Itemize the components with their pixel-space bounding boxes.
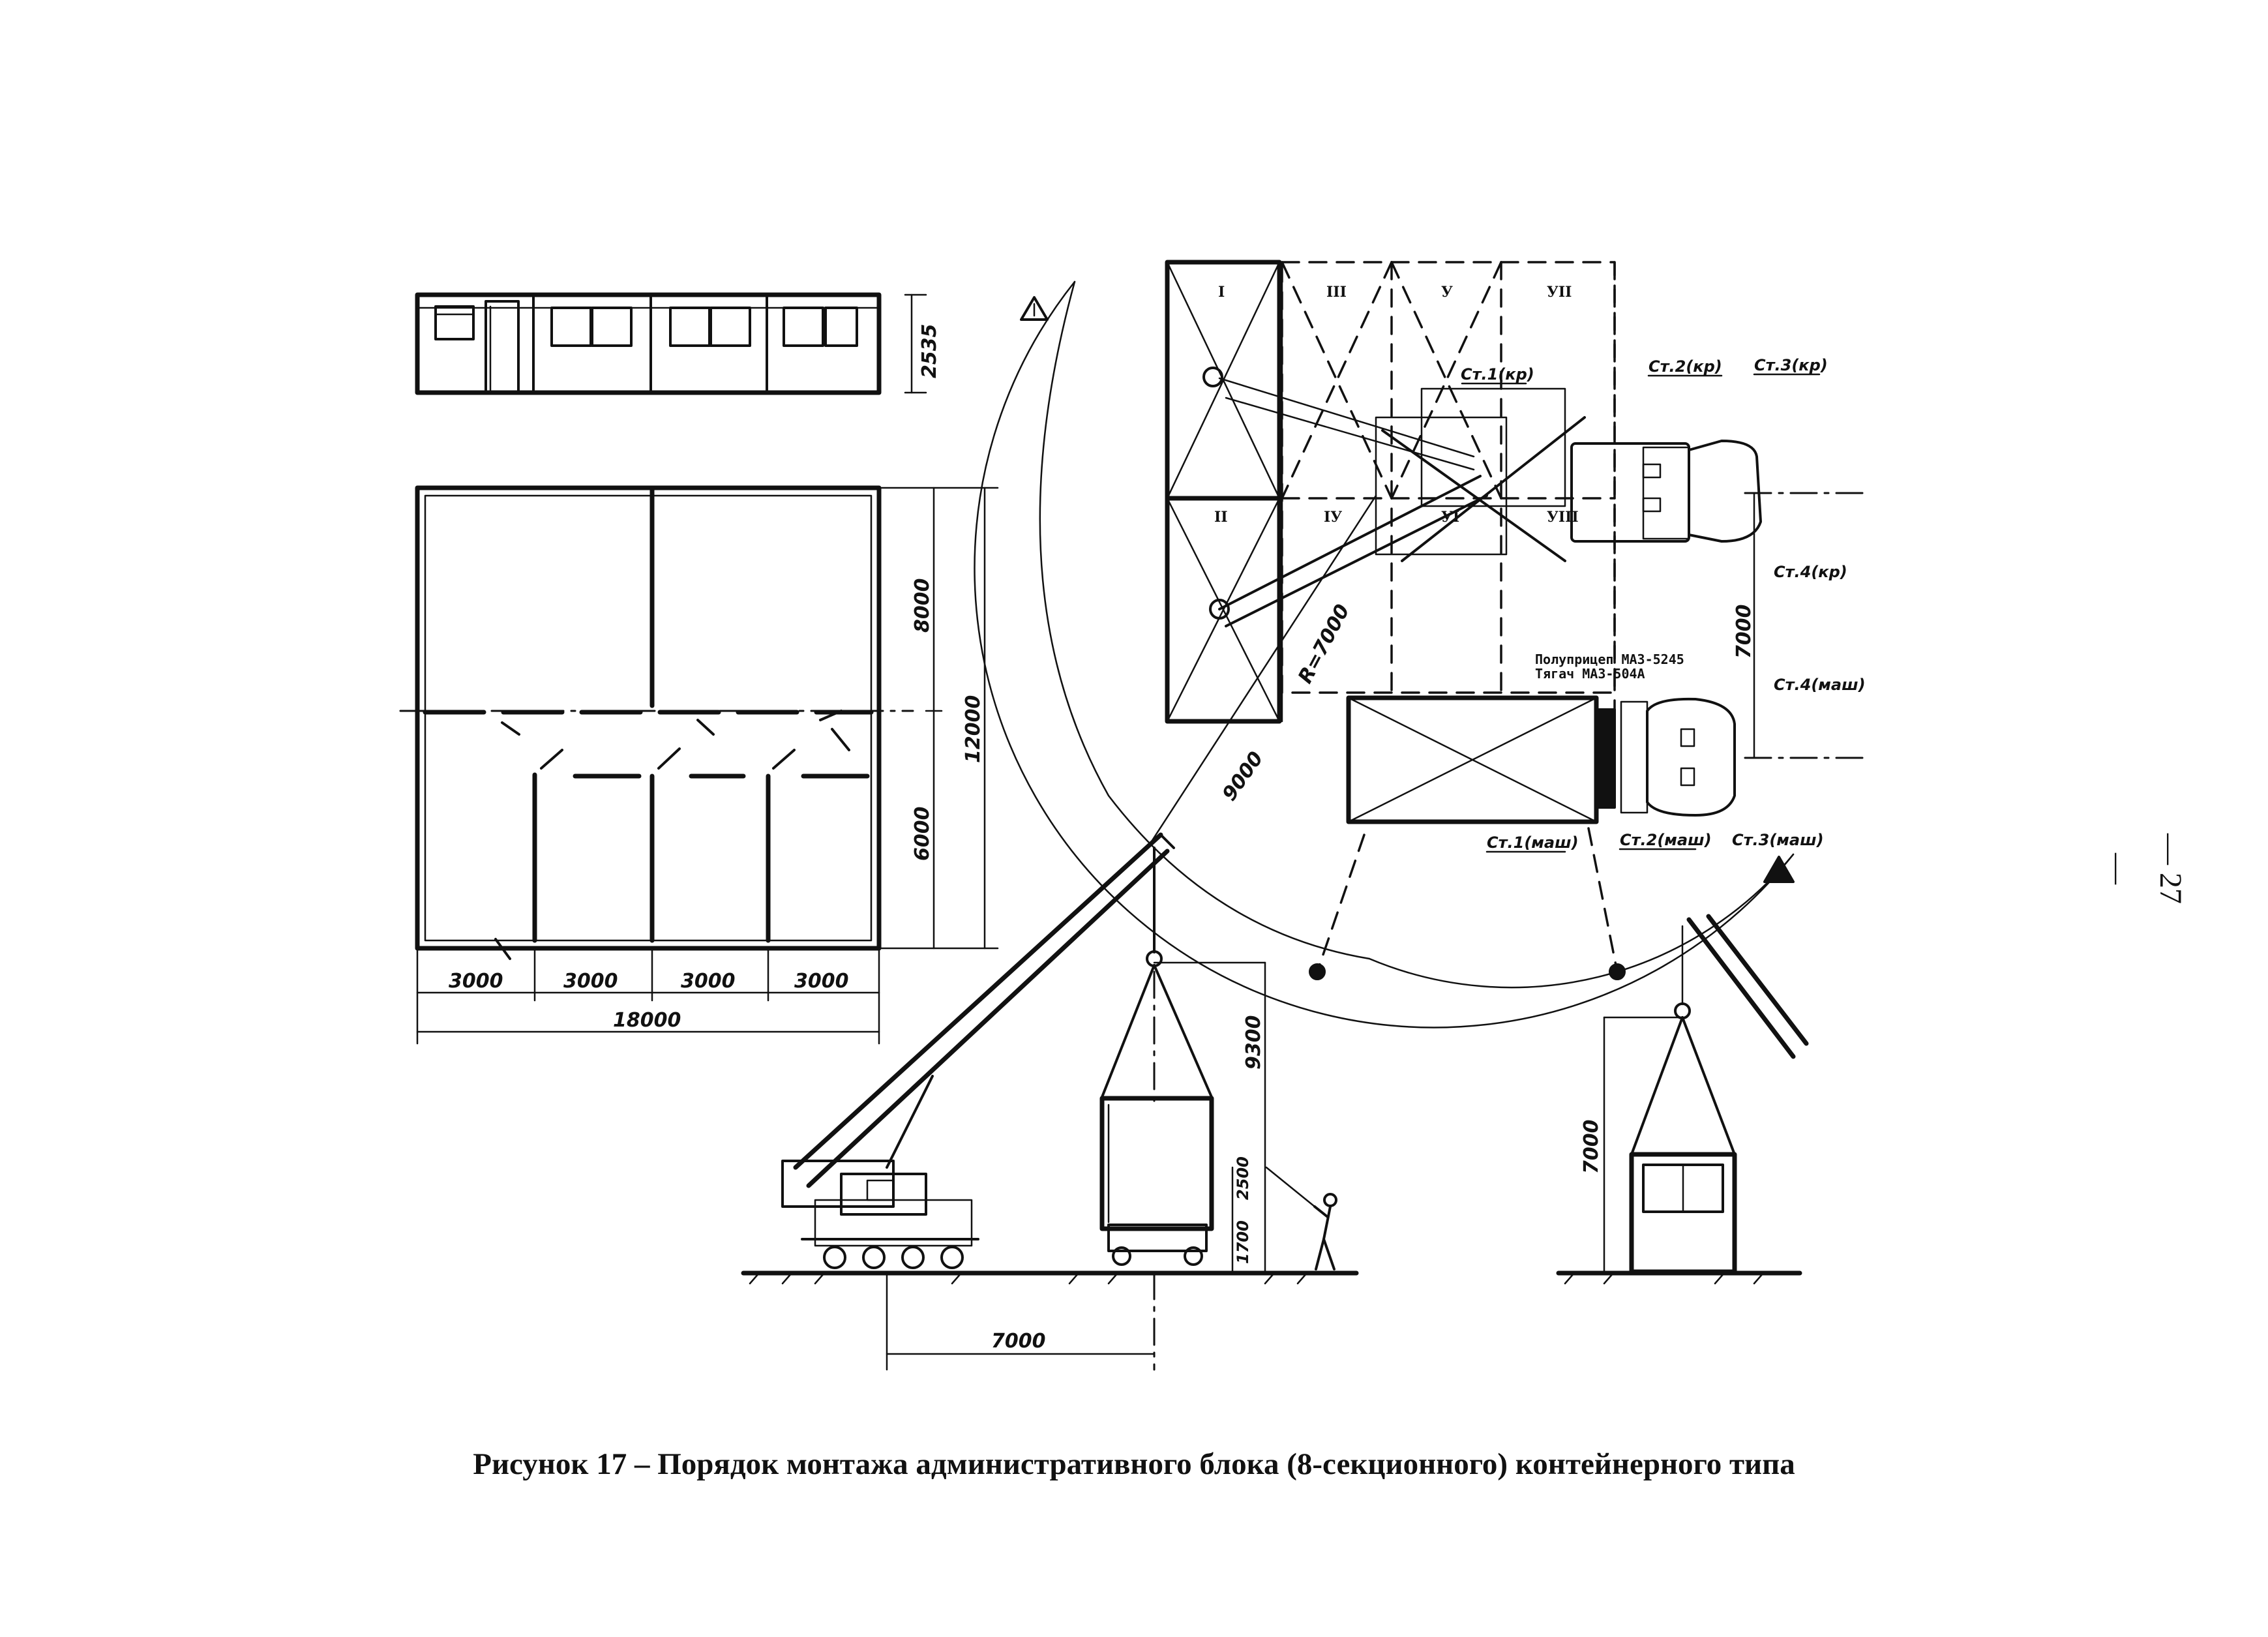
vehicle-note-trailer: Полуприцеп МАЗ-5245 xyxy=(1535,652,1684,667)
plan-dim-6000: 6000 xyxy=(911,807,934,862)
crane-icon xyxy=(781,832,1175,1269)
label-vehicle-st1: Ст.1(маш) xyxy=(1487,834,1579,852)
section-VIII: УIII xyxy=(1547,509,1579,526)
label-crane-st4: Ст.4(кр) xyxy=(1774,563,1847,581)
elevation-view: 9300 2500 1700 7000 7000 xyxy=(741,832,1809,1371)
site-offset-dim: 7000 xyxy=(1733,605,1755,659)
section-I: I xyxy=(1218,284,1225,301)
final-height-dim: 7000 xyxy=(1580,1120,1603,1175)
crane-offset-dim: 7000 xyxy=(991,1330,1046,1353)
plan-dim-8000: 8000 xyxy=(911,578,934,633)
section-VII: УII xyxy=(1547,284,1572,301)
worker-icon xyxy=(1265,1166,1337,1270)
label-crane-st1: Ст.1(кр) xyxy=(1461,365,1534,383)
label-crane-st2: Ст.2(кр) xyxy=(1649,357,1722,376)
facade-height-dim: 2535 xyxy=(918,324,941,379)
section-II: II xyxy=(1214,509,1228,526)
plan-dim-3000-c: 3000 xyxy=(681,970,736,993)
plan-dim-12000: 12000 xyxy=(962,695,985,763)
label-vehicle-st3: Ст.3(маш) xyxy=(1732,831,1824,849)
label-crane-st3: Ст.3(кр) xyxy=(1754,356,1828,374)
fire-warning-icon xyxy=(1020,296,1049,321)
label-vehicle-st2: Ст.2(маш) xyxy=(1620,831,1712,849)
plan-dim-3000-a: 3000 xyxy=(449,970,503,993)
lift-height-dim: 9300 xyxy=(1242,1015,1265,1070)
plan-dim-3000-b: 3000 xyxy=(563,970,618,993)
figure-caption: Рисунок 17 – Порядок монтажа администрат… xyxy=(473,1447,1795,1481)
section-III: III xyxy=(1326,284,1347,301)
section-IV: IУ xyxy=(1324,509,1342,526)
boom-reach-label: 9000 xyxy=(1218,747,1268,805)
page-number: — 27 — xyxy=(2101,834,2188,904)
trailer-height-dim: 1700 xyxy=(1234,1220,1252,1264)
radius-label: R=7000 xyxy=(1294,601,1354,687)
label-vehicle-st4: Ст.4(маш) xyxy=(1774,676,1866,694)
floor-plan: 8000 6000 12000 3000 3000 3000 3000 1800… xyxy=(399,485,999,1045)
vehicle-note-tractor: Тягач МАЗ-504А xyxy=(1535,666,1645,682)
north-marker-icon xyxy=(1763,856,1795,883)
plan-dim-18000: 18000 xyxy=(613,1009,681,1032)
section-V: У xyxy=(1441,284,1453,301)
block-height-dim: 2500 xyxy=(1234,1156,1252,1200)
site-plan: I III У УII II IУ УI УIII Ст xyxy=(974,260,1866,1029)
facade-view: 2535 xyxy=(415,292,941,395)
plan-dim-3000-d: 3000 xyxy=(794,970,849,993)
